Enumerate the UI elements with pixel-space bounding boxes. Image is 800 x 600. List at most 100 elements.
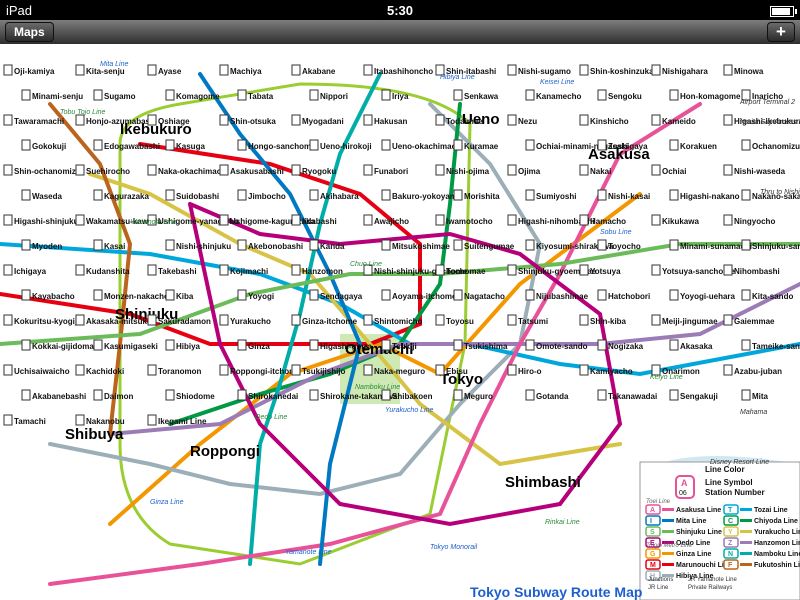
station-shinjuku: Shinjuku	[115, 306, 178, 323]
station-marker	[507, 364, 517, 376]
legend-line-name: Tozai Line	[754, 507, 788, 514]
station-label: Suitengumae	[464, 242, 515, 251]
legend-line-swatch	[662, 541, 674, 544]
legend-line-symbol	[645, 559, 661, 570]
station-label: Nishi-ojima	[446, 167, 490, 176]
station-label: Kasumigaseki	[104, 342, 158, 351]
major-station-labels: Ikebukuro Ueno Asakusa Shinjuku Otemachi…	[65, 111, 650, 491]
station-label: Sumiyoshi	[536, 192, 576, 201]
station-marker	[741, 139, 751, 151]
station-label: Suehirocho	[86, 167, 130, 176]
station-shibuya: Shibuya	[65, 426, 124, 443]
station-label: Inaricho	[752, 92, 783, 101]
legend-group-label: Toei Line	[646, 499, 671, 505]
external-destination: Narita Sky Access Line	[740, 119, 800, 126]
station-marker	[291, 114, 301, 126]
station-marker	[507, 114, 517, 126]
station-marker	[525, 289, 535, 301]
station-label: Awajicho	[374, 217, 409, 226]
station-marker	[363, 214, 373, 226]
legend-line-swatch	[740, 530, 752, 533]
station-marker	[309, 339, 319, 351]
station-label: Mita	[752, 392, 769, 401]
station-label: Nishi-waseda	[734, 167, 786, 176]
station-marker	[579, 64, 589, 76]
station-marker	[219, 364, 229, 376]
station-marker	[507, 64, 517, 76]
line-tag: Ginza Line	[150, 499, 184, 506]
station-marker	[93, 189, 103, 201]
legend-title: Line Color	[705, 465, 745, 474]
station-label: Kojimachi	[230, 267, 268, 276]
station-marker	[651, 164, 661, 176]
map-title: Tokyo Subway Route Map	[470, 584, 642, 600]
station-label: Kanamecho	[536, 92, 581, 101]
external-destination: Disney Resort Line	[710, 459, 769, 466]
station-label: Kasuga	[176, 142, 205, 151]
station-label: Nagatacho	[464, 292, 505, 301]
legend-line-symbol	[645, 570, 661, 581]
line-tag: Keisei Line	[540, 79, 574, 86]
station-marker	[453, 189, 463, 201]
station-marker	[309, 89, 319, 101]
station-label: Kayabacho	[32, 292, 75, 301]
legend-misc-item: Junctions	[648, 577, 673, 583]
station-marker	[579, 314, 589, 326]
legend-sample-number: 06	[679, 490, 687, 497]
legend-line-name: Marunouchi Line	[676, 562, 732, 569]
maps-back-button[interactable]: Maps	[5, 22, 54, 42]
station-marker	[147, 64, 157, 76]
station-marker	[723, 114, 733, 126]
station-marker	[21, 139, 31, 151]
station-label: Myogadani	[302, 117, 344, 126]
station-marker	[219, 164, 229, 176]
station-label: Shinjuku-gyoemmae	[518, 267, 597, 276]
line-tag: Yurakucho Line	[385, 407, 433, 414]
station-label: Roppongi-itchome	[230, 367, 301, 376]
legend-group-label: Tokyo Metro Line	[646, 543, 692, 549]
station-label: Tameike-sanno	[752, 342, 800, 351]
station-marker	[669, 289, 679, 301]
station-shimbashi: Shimbashi	[505, 474, 581, 491]
add-button[interactable]: +	[767, 22, 795, 42]
station-marker	[525, 139, 535, 151]
station-label: Jimbocho	[248, 192, 286, 201]
station-marker	[75, 164, 85, 176]
station-marker	[435, 164, 445, 176]
station-marker	[669, 89, 679, 101]
station-label: Nishi-sugamo	[518, 67, 571, 76]
station-marker	[363, 314, 373, 326]
station-marker	[219, 64, 229, 76]
station-label: Minami-sunamachi	[680, 242, 752, 251]
station-label: Kachidoki	[86, 367, 124, 376]
legend-line-code: N	[728, 551, 733, 558]
legend-line-code: E	[650, 540, 655, 547]
station-label: Ginza-itchome	[302, 317, 358, 326]
station-label: Higashi-shinjuku	[14, 217, 79, 226]
station-label: Edogawabashi	[104, 142, 160, 151]
legend-line-code: M	[650, 562, 656, 569]
legend-line-name: Chiyoda Line	[754, 518, 798, 525]
station-label: Kameido	[662, 117, 696, 126]
station-label: Nakai	[590, 167, 611, 176]
station-marker	[651, 214, 661, 226]
station-label: Meiji-jingumae	[662, 317, 718, 326]
external-destination: Mahama	[740, 409, 767, 416]
legend-line-code: A	[650, 507, 655, 514]
station-marker	[453, 89, 463, 101]
legend-line-symbol	[645, 537, 661, 548]
station-label: Shibakoen	[392, 392, 433, 401]
station-label: Toyosu	[446, 317, 474, 326]
station-label: Akasaka	[680, 342, 713, 351]
station-marker	[237, 189, 247, 201]
legend-line-name: Hibiya Line	[676, 573, 713, 580]
station-label: Tabata	[248, 92, 274, 101]
station-marker	[597, 389, 607, 401]
legend-line-swatch	[740, 541, 752, 544]
subway-map[interactable]: Ikebukuro Ueno Asakusa Shinjuku Otemachi…	[0, 44, 800, 600]
legend-line-name: Mita Line	[676, 518, 706, 525]
station-marker	[219, 264, 229, 276]
station-label: Akihabara	[320, 192, 359, 201]
legend-line-symbol	[723, 515, 739, 526]
